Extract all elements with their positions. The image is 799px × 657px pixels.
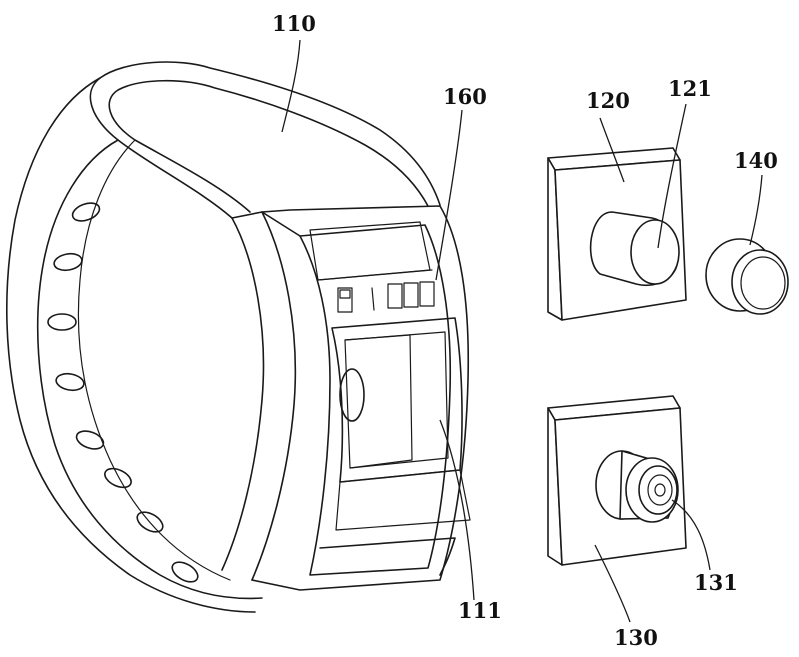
leader-lines: [281, 39, 763, 623]
label-111: 111: [458, 598, 502, 623]
label-160: 160: [443, 84, 487, 109]
label-110: 110: [272, 11, 316, 36]
cavity-111: [319, 317, 471, 576]
watch-case: [221, 205, 471, 591]
label-131: 131: [694, 570, 738, 595]
label-140: 140: [734, 148, 778, 173]
labels: 110 160 120 121 140 111 130 131: [272, 11, 778, 650]
label-120: 120: [586, 88, 630, 113]
label-121: 121: [668, 76, 712, 101]
watch-band: [6, 61, 441, 613]
contacts-160: [317, 269, 435, 313]
module-120: [547, 147, 687, 321]
label-130: 130: [614, 625, 658, 650]
strap-holes: [47, 202, 199, 583]
post-121: [589, 211, 680, 286]
cap-140: [705, 238, 789, 315]
module-130: [547, 395, 687, 566]
post-131: [595, 450, 679, 523]
